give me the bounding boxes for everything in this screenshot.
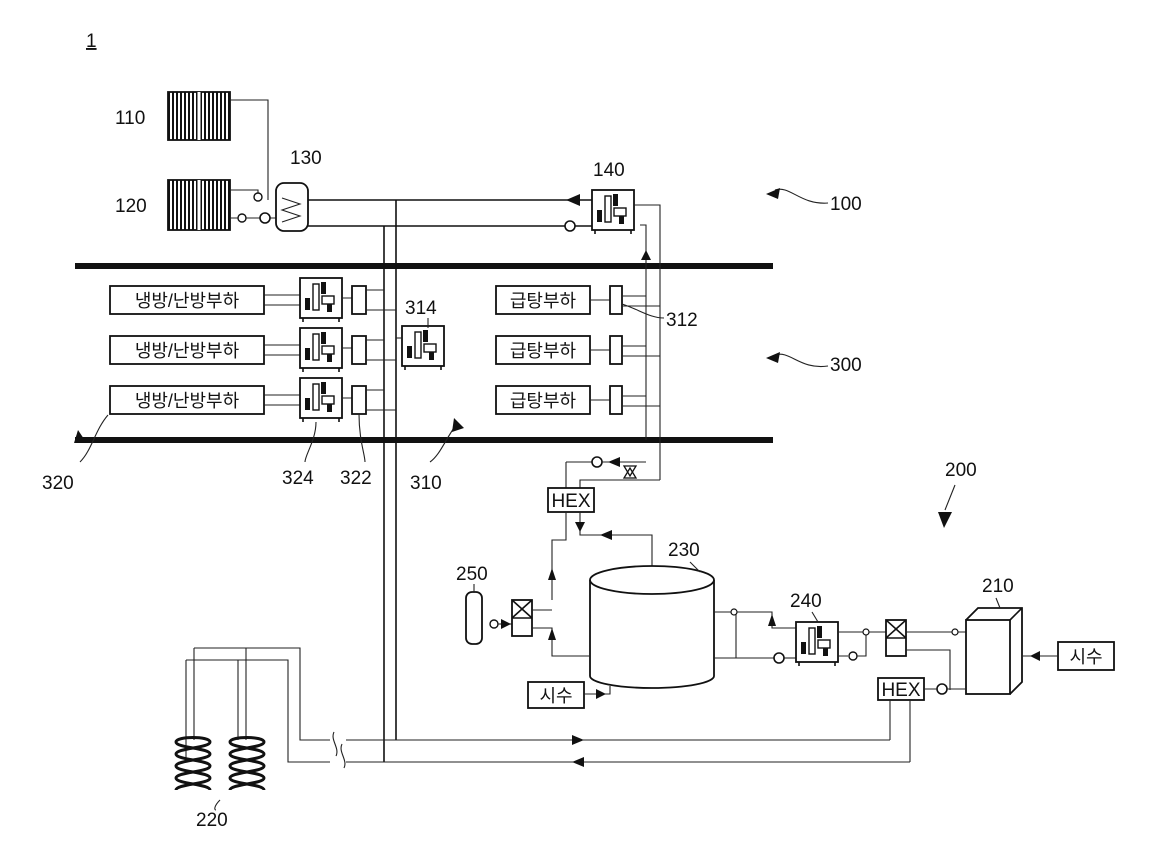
label-230: 230 [668, 540, 700, 561]
storage-tank-230 [590, 566, 714, 688]
label-300: 300 [830, 355, 862, 376]
hex-240 [886, 620, 906, 656]
label-314: 314 [405, 298, 437, 319]
hex-bottom: HEX [878, 678, 924, 701]
tank-250 [466, 592, 482, 644]
figure-number: 1 [86, 31, 97, 52]
svg-text:냉방/난방부하: 냉방/난방부하 [135, 391, 240, 411]
svg-text:냉방/난방부하: 냉방/난방부하 [135, 341, 240, 361]
label-322: 322 [340, 468, 372, 489]
storage-tank-130 [276, 183, 308, 231]
label-312: 312 [666, 310, 698, 331]
exchanger-312-3 [610, 386, 622, 414]
svg-text:급탕부하: 급탕부하 [510, 341, 577, 361]
heat-pump-324-3 [300, 378, 342, 422]
heat-pump-240 [796, 622, 838, 666]
tap-water-2: 시수 [1058, 642, 1114, 670]
svg-text:시수: 시수 [1069, 647, 1102, 667]
label-250: 250 [456, 564, 488, 585]
exchanger-322-2 [352, 336, 366, 364]
hot-water-load-3: 급탕부하 [496, 386, 590, 414]
svg-text:HEX: HEX [881, 680, 920, 701]
tap-water-1: 시수 [528, 682, 584, 708]
hex-top: HEX [548, 488, 594, 512]
exchanger-312-2 [610, 336, 622, 364]
heat-pump-324-2 [300, 328, 342, 372]
label-140: 140 [593, 160, 625, 181]
ground-coil-220-right [230, 738, 264, 791]
hot-water-load-1: 급탕부하 [496, 286, 590, 314]
label-200: 200 [945, 460, 977, 481]
hex-250 [512, 600, 532, 636]
label-220: 220 [196, 810, 228, 831]
solar-collector-120 [168, 180, 230, 230]
heating-cooling-load-3: 냉방/난방부하 [110, 386, 264, 414]
svg-text:급탕부하: 급탕부하 [510, 291, 577, 311]
heating-cooling-load-2: 냉방/난방부하 [110, 336, 264, 364]
exchanger-322-3 [352, 386, 366, 414]
svg-text:급탕부하: 급탕부하 [510, 391, 577, 411]
label-310: 310 [410, 473, 442, 494]
exchanger-322-1 [352, 286, 366, 314]
exchanger-312-1 [610, 286, 622, 314]
heat-pump-140 [592, 190, 634, 234]
label-324: 324 [282, 468, 314, 489]
label-120: 120 [115, 196, 147, 217]
svg-text:HEX: HEX [551, 491, 590, 512]
ground-coil-220-left [176, 738, 210, 791]
unit-210 [966, 608, 1022, 694]
heat-pump-314 [402, 326, 444, 370]
solar-collector-110 [168, 92, 230, 140]
label-320: 320 [42, 473, 74, 494]
hot-water-load-2: 급탕부하 [496, 336, 590, 364]
heat-pump-324-1 [300, 278, 342, 322]
label-100: 100 [830, 194, 862, 215]
label-210: 210 [982, 576, 1014, 597]
svg-text:시수: 시수 [539, 686, 572, 706]
label-110: 110 [115, 108, 145, 129]
svg-text:냉방/난방부하: 냉방/난방부하 [135, 291, 240, 311]
label-240: 240 [790, 591, 822, 612]
heating-cooling-load-1: 냉방/난방부하 [110, 286, 264, 314]
label-130: 130 [290, 148, 322, 169]
